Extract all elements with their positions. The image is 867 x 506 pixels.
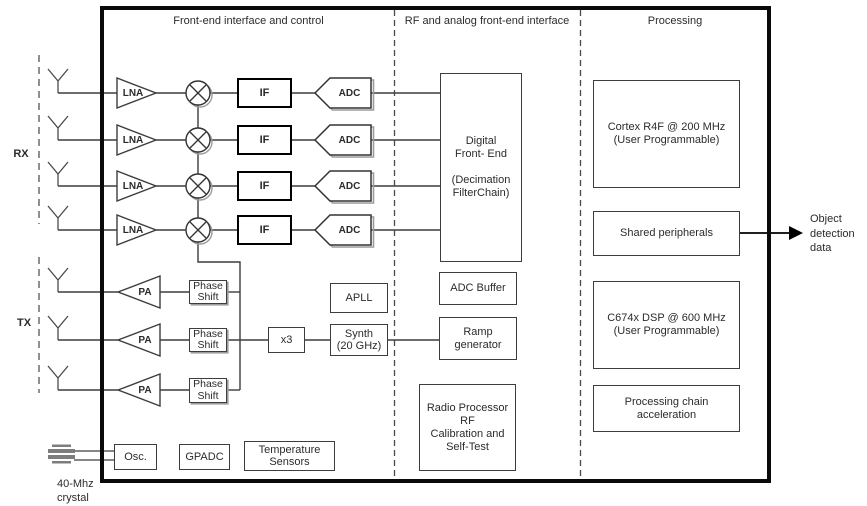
antenna-icon xyxy=(47,161,69,186)
apll-box: APLL xyxy=(330,283,388,313)
c674x-dsp-box: C674x DSP @ 600 MHz (User Programmable) xyxy=(593,281,740,369)
section-title-rf-analog: RF and analog front-end interface xyxy=(404,14,570,27)
if-box: IF xyxy=(237,78,292,108)
antenna-icon xyxy=(47,365,69,390)
section-title-processing: Processing xyxy=(647,14,703,27)
gpadc-box: GPADC xyxy=(179,444,230,470)
antenna-icon xyxy=(47,267,69,292)
adc-label: ADC xyxy=(338,134,361,146)
outer-frame xyxy=(100,6,771,483)
crystal-icon xyxy=(48,444,114,464)
adc-shapes xyxy=(313,77,375,248)
osc-box: Osc. xyxy=(114,444,157,470)
digital-front-end-box: Digital Front- End (Decimation FilterCha… xyxy=(440,73,522,262)
if-box: IF xyxy=(237,171,292,201)
lna-label: LNA xyxy=(122,224,144,236)
temperature-sensors-box: Temperature Sensors xyxy=(244,441,335,471)
rx-antenna-icons xyxy=(47,68,69,230)
pa-triangle xyxy=(116,322,161,358)
object-detection-data-label: Object detection data xyxy=(810,213,855,255)
antenna-icon xyxy=(47,205,69,230)
if-box: IF xyxy=(237,125,292,155)
antenna-icon xyxy=(47,115,69,140)
tx-group-label: TX xyxy=(16,316,32,329)
rx-group-label: RX xyxy=(13,147,29,160)
arrowhead-icon xyxy=(789,226,803,240)
phase-shift-box: Phase Shift xyxy=(189,328,227,352)
phase-shift-box: Phase Shift xyxy=(189,378,227,403)
tx-antenna-icons xyxy=(47,267,69,390)
lna-triangle xyxy=(116,123,158,157)
adc-label: ADC xyxy=(338,180,361,192)
lna-triangle xyxy=(116,169,158,203)
cortex-r4f-box: Cortex R4F @ 200 MHz (User Programmable) xyxy=(593,80,740,188)
crystal-label: 40-Mhz crystal xyxy=(57,478,94,504)
processing-chain-acceleration-box: Processing chain acceleration xyxy=(593,385,740,432)
phase-shift-box: Phase Shift xyxy=(189,280,227,304)
rx-row-wires xyxy=(58,92,440,231)
adc-label: ADC xyxy=(338,87,361,99)
pa-triangle xyxy=(116,274,161,310)
adc-pentagon xyxy=(313,214,372,246)
if-box: IF xyxy=(237,215,292,245)
adc-label: ADC xyxy=(338,224,361,236)
pa-amplifier-icons xyxy=(116,274,161,408)
synth-box: Synth (20 GHz) xyxy=(330,324,388,356)
pa-label: PA xyxy=(138,334,152,346)
section-title-front-end: Front-end interface and control xyxy=(173,14,324,27)
ramp-generator-box: Ramp generator xyxy=(439,317,517,360)
adc-buffer-box: ADC Buffer xyxy=(439,272,517,305)
adc-pentagon xyxy=(313,124,372,156)
tx-row-wires xyxy=(58,291,439,391)
lna-triangle xyxy=(116,213,158,247)
x3-multiplier-box: x3 xyxy=(268,327,305,353)
pa-label: PA xyxy=(138,384,152,396)
lna-label: LNA xyxy=(122,134,144,146)
lna-label: LNA xyxy=(122,87,144,99)
output-arrow xyxy=(740,226,803,240)
radio-processor-box: Radio Processor RF Calibration and Self-… xyxy=(419,384,516,471)
pa-triangle xyxy=(116,372,161,408)
antenna-icon xyxy=(47,315,69,340)
shared-peripherals-box: Shared peripherals xyxy=(593,211,740,256)
lna-label: LNA xyxy=(122,180,144,192)
lna-triangle xyxy=(116,76,158,110)
adc-pentagon xyxy=(313,170,372,202)
adc-pentagon xyxy=(313,77,372,109)
pa-label: PA xyxy=(138,286,152,298)
mixer-icons xyxy=(185,80,213,245)
lna-amplifier-icons xyxy=(116,76,158,247)
antenna-icon xyxy=(47,68,69,93)
